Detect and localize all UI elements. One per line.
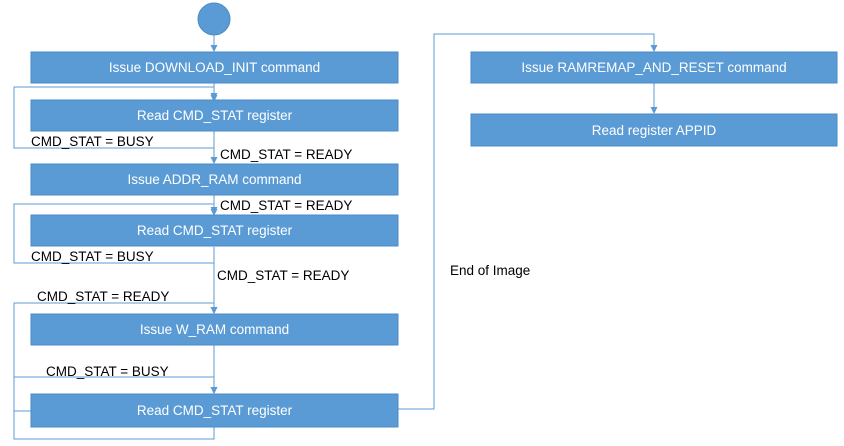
box-label: Issue ADDR_RAM command: [127, 172, 301, 187]
label-ready-1: CMD_STAT = READY: [220, 147, 352, 162]
connector-to-remap: [398, 33, 658, 410]
ready-loop: [13, 302, 218, 440]
box-read-cmd-stat-1: Read CMD_STAT register: [30, 99, 399, 132]
label-busy-1: CMD_STAT = BUSY: [31, 134, 154, 149]
box-label: Read CMD_STAT register: [137, 108, 293, 123]
box-label: Read register APPID: [592, 123, 717, 138]
box-download-init: Issue DOWNLOAD_INIT command: [30, 51, 399, 84]
box-read-appid: Read register APPID: [470, 113, 838, 147]
end-of-image-note: End of Image: [450, 263, 530, 278]
box-w-ram: Issue W_RAM command: [30, 313, 399, 346]
label-busy-2: CMD_STAT = BUSY: [31, 249, 154, 264]
label-ready-3: CMD_STAT = READY: [217, 268, 349, 283]
box-addr-ram: Issue ADDR_RAM command: [30, 163, 399, 196]
box-label: Issue W_RAM command: [140, 322, 289, 337]
busy-loop-1: [13, 86, 218, 149]
label-busy-3: CMD_STAT = BUSY: [46, 364, 169, 379]
busy-loop-2: [13, 203, 218, 264]
box-read-cmd-stat-3: Read CMD_STAT register: [30, 393, 399, 428]
box-ramremap: Issue RAMREMAP_AND_RESET command: [470, 51, 838, 84]
box-label: Read CMD_STAT register: [137, 223, 293, 238]
box-read-cmd-stat-2: Read CMD_STAT register: [30, 214, 399, 247]
label-ready-4: CMD_STAT = READY: [37, 289, 169, 304]
box-label: Issue RAMREMAP_AND_RESET command: [521, 60, 786, 75]
label-ready-2: CMD_STAT = READY: [220, 198, 352, 213]
box-label: Issue DOWNLOAD_INIT command: [109, 60, 320, 75]
start-node: [197, 2, 231, 36]
box-label: Read CMD_STAT register: [137, 403, 293, 418]
